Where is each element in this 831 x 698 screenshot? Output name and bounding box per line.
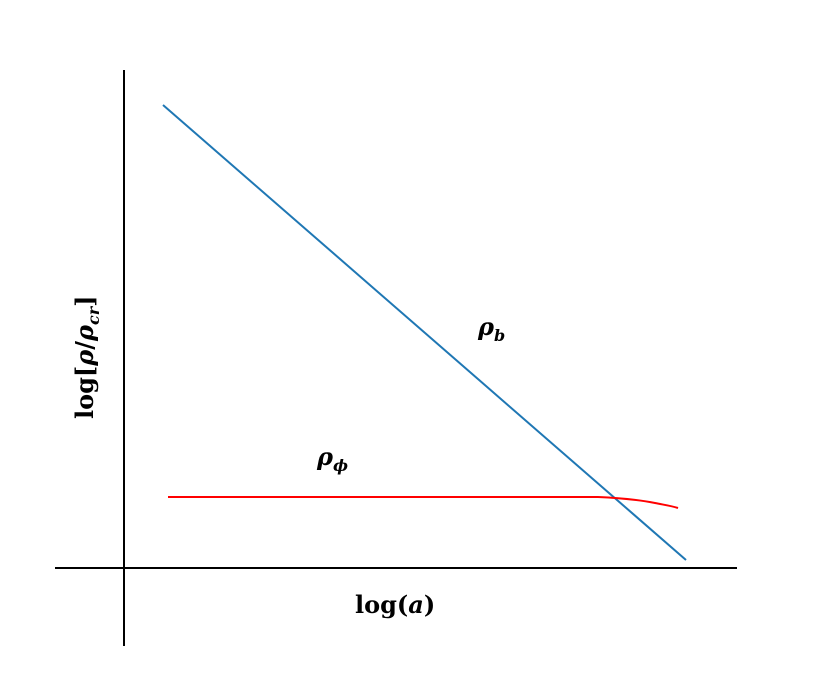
- rho-phi-label: ρϕ: [316, 442, 348, 475]
- rho-b-label: ρb: [477, 312, 505, 345]
- y-axis-label: log[ρ/ρcr]: [70, 296, 103, 420]
- rho-b-curve: [162, 104, 687, 561]
- rho-phi-curve: [168, 496, 679, 509]
- x-axis-label: log(a): [355, 590, 435, 619]
